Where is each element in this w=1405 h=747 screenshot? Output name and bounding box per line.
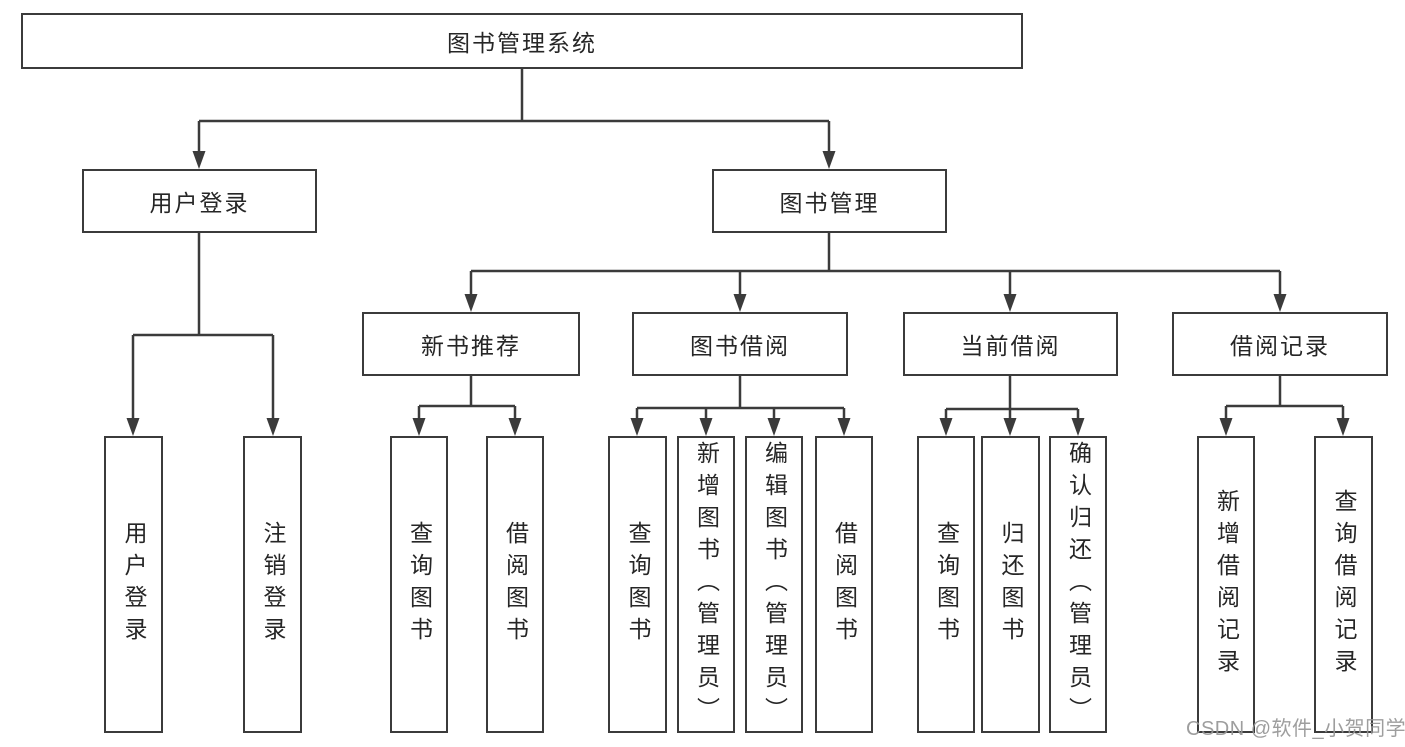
node-label: 用户登录	[121, 520, 147, 649]
node-label: 查询借阅记录	[1331, 488, 1357, 681]
leaf-borrowing-edit-books-admin: 编辑图书（管理员）	[745, 436, 803, 733]
node-label: 图书借阅	[690, 333, 790, 359]
leaf-records-add-record: 新增借阅记录	[1197, 436, 1255, 733]
node-label: 查询图书	[406, 520, 433, 649]
node-label: 查询图书	[933, 520, 960, 649]
leaf-borrowing-add-books-admin: 新增图书（管理员）	[677, 436, 735, 733]
csdn-watermark: CSDN @软件_小贺同学	[1186, 718, 1405, 740]
leaf-borrowing-borrow-books: 借阅图书	[815, 436, 873, 733]
leaf-current-confirm-return-admin: 确认归还（管理员）	[1049, 436, 1107, 733]
node-label: 注销登录	[260, 520, 286, 649]
leaf-current-query-books: 查询图书	[917, 436, 975, 733]
leaf-recommend-query-books: 查询图书	[390, 436, 448, 733]
node-book-borrowing: 图书借阅	[632, 312, 848, 376]
node-book-management: 图书管理	[712, 169, 947, 233]
leaf-borrowing-query-books: 查询图书	[608, 436, 667, 733]
leaf-records-query-record: 查询借阅记录	[1314, 436, 1373, 733]
node-user-login: 用户登录	[82, 169, 317, 233]
node-label: 查询图书	[625, 520, 651, 649]
node-label: 借阅图书	[831, 520, 858, 649]
node-new-book-recommend: 新书推荐	[362, 312, 580, 376]
node-label: 当前借阅	[960, 333, 1061, 359]
node-label: 借阅记录	[1230, 333, 1330, 359]
node-borrowing-records: 借阅记录	[1172, 312, 1388, 376]
node-label: 图书管理	[779, 190, 880, 216]
node-label: 用户登录	[149, 190, 250, 216]
leaf-user-login: 用户登录	[104, 436, 163, 733]
leaf-logout-login: 注销登录	[243, 436, 302, 733]
node-label: 图书管理系统	[447, 30, 597, 56]
leaf-current-return-books: 归还图书	[981, 436, 1040, 733]
node-label: 新增借阅记录	[1213, 488, 1240, 681]
node-label: 归还图书	[998, 520, 1024, 649]
leaf-recommend-borrow-books: 借阅图书	[486, 436, 544, 733]
node-label: 确认归还（管理员）	[1065, 440, 1092, 729]
node-system-root: 图书管理系统	[21, 13, 1023, 69]
node-label: 新书推荐	[421, 333, 521, 359]
node-label: 新增图书（管理员）	[693, 440, 720, 729]
node-current-borrowing: 当前借阅	[903, 312, 1118, 376]
node-label: 编辑图书（管理员）	[761, 440, 788, 729]
node-label: 借阅图书	[502, 520, 529, 649]
